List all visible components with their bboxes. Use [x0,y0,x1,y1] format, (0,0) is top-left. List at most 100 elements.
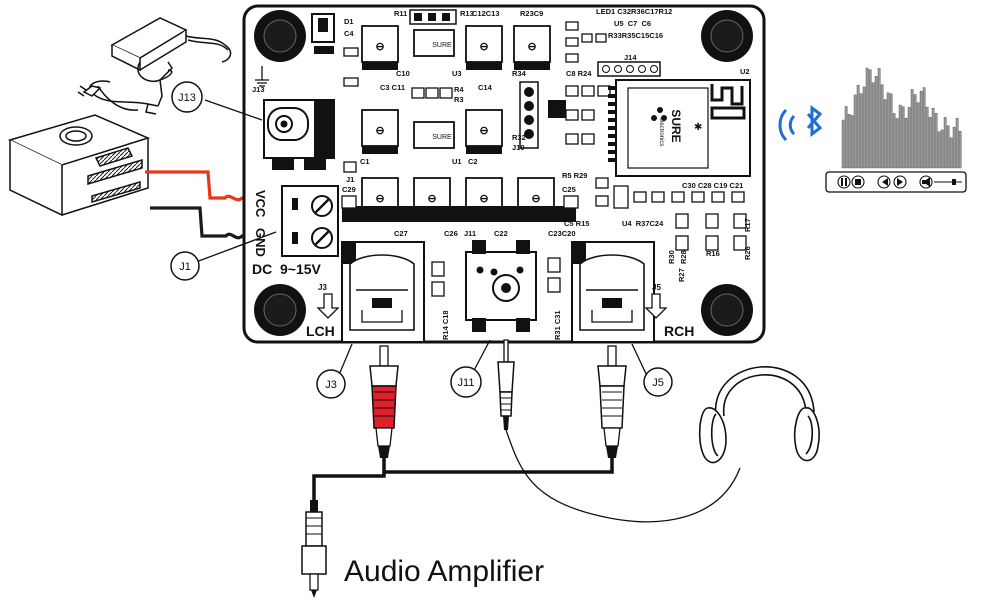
c1-silk: C1 [360,157,370,166]
j1-silk: J1 [346,175,354,184]
r13-silk: R13 [460,9,474,18]
u4-silk: U4 R37C24 [622,219,664,228]
r23c9-silk: R23C9 [520,9,543,18]
svg-text:⊖: ⊖ [375,41,384,53]
spectrum-bar [934,113,938,169]
mounting-hole [701,284,753,336]
callout-j5-label: J5 [652,377,664,389]
spectrum-bar [952,127,956,169]
spectrum-bar [958,131,962,169]
spectrum-bar [922,87,926,169]
spectrum-bar [898,104,902,169]
spectrum-bar [943,117,947,169]
r32-silk: R32 [512,133,526,142]
j3-silk: J3 [318,283,327,292]
sure-small-label: SURE [432,42,452,49]
c29-silk: C29 [342,185,356,194]
r16-silk: R16 [706,249,720,258]
spectrum-bar [925,106,929,169]
spectrum-bar [883,99,887,169]
svg-text:⊖: ⊖ [427,193,436,205]
rch-label: RCH [664,323,694,339]
j1-screw-terminal [281,185,339,257]
vcc-wire [145,170,258,202]
c14-silk: C14 [478,83,493,92]
j14-header [597,61,661,77]
headphones-icon [698,366,820,464]
c2-silk: C2 [468,157,478,166]
led1-silk: LED1 C32R36C17R12 [596,7,672,16]
spectrum-bar [853,94,857,169]
mounting-hole [701,10,753,62]
r4-silk: R4 [454,85,464,94]
spectrum-bar [928,116,932,169]
audio-jack-plug-icon [497,339,515,430]
u2-silk: U2 [740,67,750,76]
audio-player-icon [825,67,967,193]
svg-text:⊖: ⊖ [479,41,488,53]
c22-silk: C22 [494,229,508,238]
spectrum-bar [910,89,914,169]
spectrum-bar [880,84,884,169]
callout-j11: J11 [450,366,482,398]
spectrum-bar [841,119,845,169]
spectrum-bar [919,91,923,169]
c30row-silk: C30 C28 C19 C21 [682,181,743,190]
callout-j1-label: J1 [179,261,191,273]
c23c20-silk: C23C20 [548,229,576,238]
c26-silk: C26 [444,229,458,238]
svg-text:⊖: ⊖ [479,193,488,205]
c5r15-silk: C5 R15 [564,219,589,228]
svg-text:⊖: ⊖ [375,125,384,137]
vcc-label: VCC [253,190,268,218]
spectrum-bars [841,67,962,169]
svg-text:✱: ✱ [694,122,702,133]
j13-dc-jack [263,99,335,170]
spectrum-bar [850,115,854,169]
spectrum-bar [847,114,851,169]
spectrum-bar [901,106,905,169]
spectrum-bar [865,67,869,169]
spectrum-bar [937,131,941,169]
spectrum-bar [892,113,896,169]
electronics-text: electronics [658,118,664,147]
c12c13-silk: C12C13 [472,9,500,18]
spectrum-bar [886,92,890,169]
rca-plug-icon [369,345,399,458]
bluetooth-module: SURE electronics ✱ [608,79,751,177]
sure-small-label: SURE [432,134,452,141]
r26-silk: R26 [743,246,752,260]
spectrum-bar [907,107,911,169]
r34-silk: R34 [512,69,527,78]
svg-text:⊖: ⊖ [527,41,536,53]
spectrum-bar [955,117,959,169]
u5-silk: U5 C7 C6 [614,19,651,28]
svg-text:⊖: ⊖ [531,193,540,205]
spectrum-bar [916,102,920,169]
mounting-hole [254,10,306,62]
spectrum-bar [871,82,875,169]
audio-amplifier-caption: Audio Amplifier [344,555,545,588]
callout-j13: J13 [171,81,203,113]
spectrum-bar [859,93,863,169]
j3-rca-jack [341,241,425,343]
c10-silk: C10 [396,69,410,78]
c4-silk: C4 [344,29,354,38]
c27-silk: C27 [394,229,408,238]
mounting-hole [254,284,306,336]
callout-j11-label: J11 [458,377,475,389]
bluetooth-icon [778,105,823,142]
j5-silk: J5 [652,283,661,292]
gnd-wire [150,206,258,240]
spectrum-bar [940,129,944,169]
callout-j5: J5 [643,367,673,397]
sure-logo-text: SURE [669,109,683,142]
svg-text:⊖: ⊖ [479,125,488,137]
lch-label: LCH [306,323,335,339]
svg-text:⊖: ⊖ [375,193,384,205]
callout-j1: J1 [170,251,200,281]
gnd-label: GND [253,228,268,257]
j10-header [519,81,566,149]
